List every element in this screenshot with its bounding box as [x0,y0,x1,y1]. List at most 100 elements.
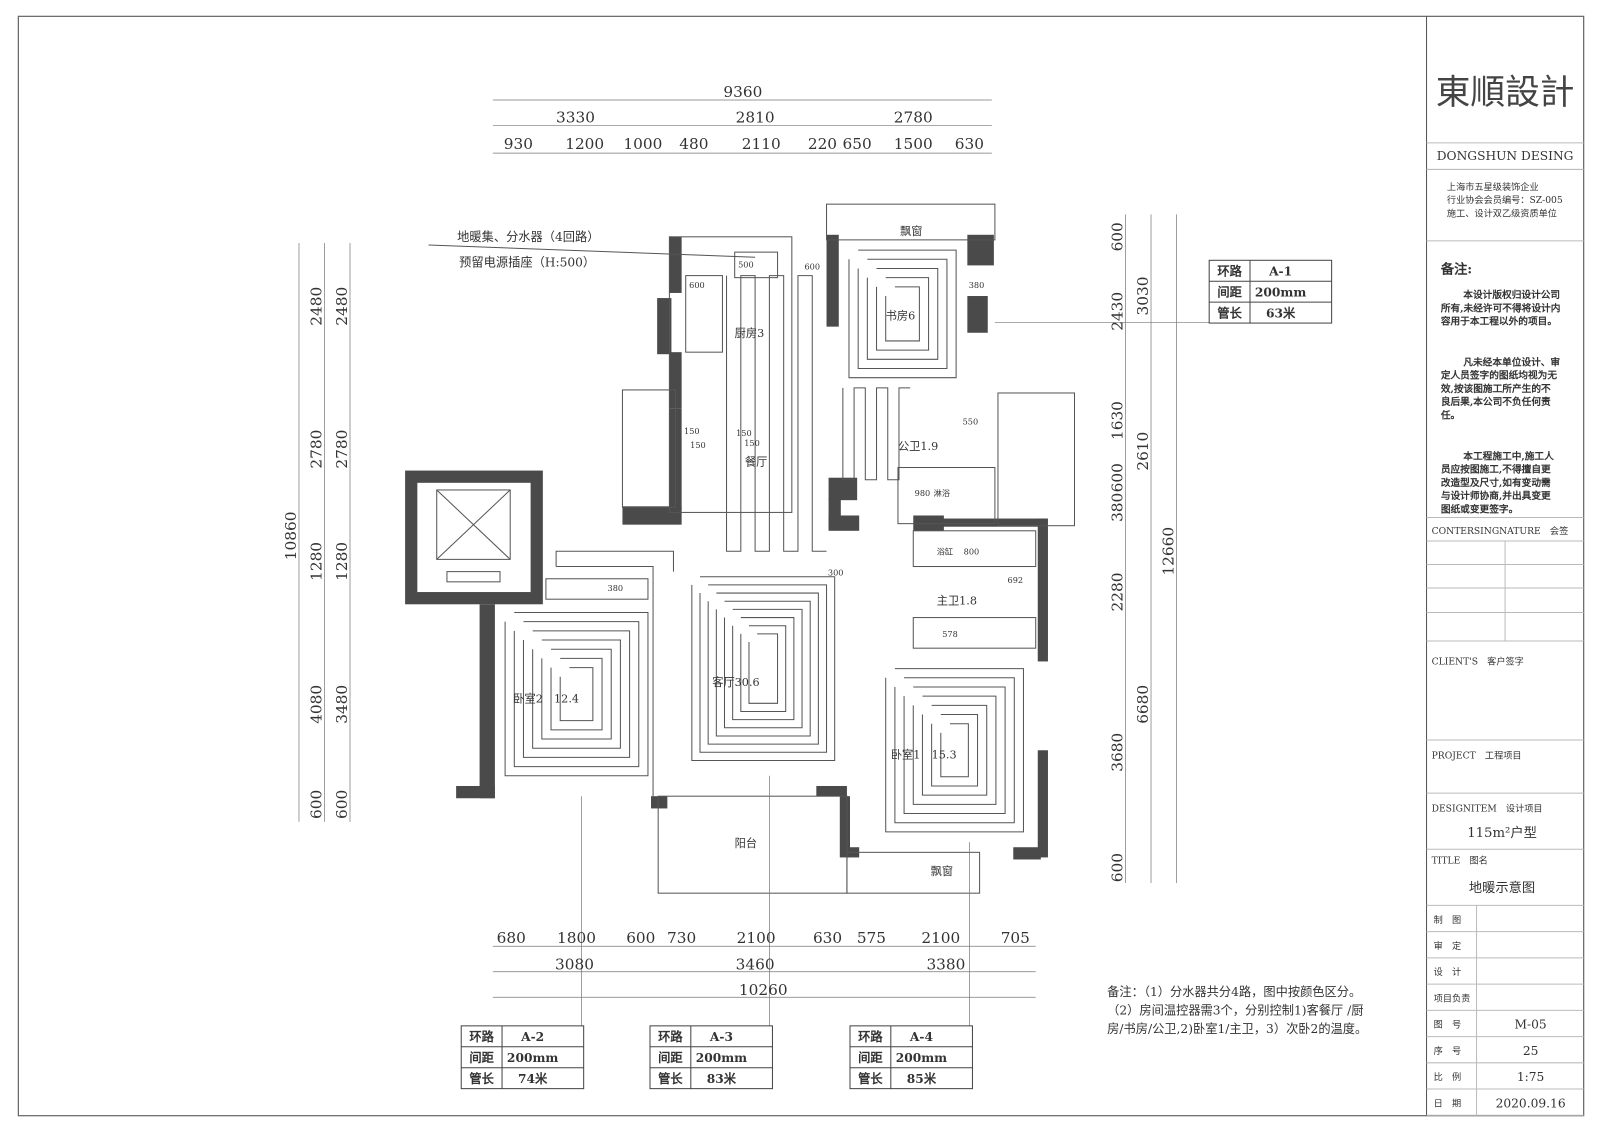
dimension-label: 1280 [333,542,351,581]
dimension-label: 2280 [1108,573,1126,612]
title-row-label: 设 计 [1434,966,1462,978]
dimension-label: 380 [1108,493,1126,522]
note-line: 本工程施工中,施工人 [1462,449,1554,462]
loop-table [460,1025,585,1090]
room-dining: 餐厅 [745,454,767,468]
note-line: 容用于本工程以外的项目。 [1440,315,1557,328]
small-dimension: 800 [964,546,980,556]
title-row-label: 图 号 [1434,1020,1462,1031]
room-shower: 淋浴 [934,488,950,498]
design-item-value: 115m²户型 [1467,824,1537,841]
pipe-loop-a1 [857,258,948,370]
loop-loop-value: A-4 [909,1030,934,1044]
dimension-label: 2110 [742,135,781,153]
pipe-serpentine-dining [726,275,827,552]
dimension-label: 3460 [736,956,775,974]
dimension-label: 2780 [894,108,933,126]
countersign-grid [1426,540,1584,642]
dimension-label: 1630 [1108,401,1126,440]
loop-table [649,1025,773,1090]
note-line: 改造型及尺寸,如有变动需 [1441,476,1551,489]
loop-spacing-value: 200mm [1255,286,1306,300]
pipe-loop-a2 [532,639,621,749]
wall-outlines [545,203,1075,894]
room-public-bath: 公卫1.9 [898,440,938,453]
loop-loop-label: 环路 [858,1029,883,1044]
pipe-loop-a3 [732,617,795,721]
dimension-label: 1280 [307,542,325,581]
dimension-label: 600 [626,929,655,947]
title-row-label: 比 例 [1434,1071,1462,1083]
note-line: 良后果,本公司不负任何责 [1441,395,1551,408]
title-row-value: 2020.09.16 [1496,1096,1566,1110]
loop-length-label: 管长 [658,1071,683,1086]
loop-spacing-value: 200mm [507,1051,558,1065]
wall-segment [479,604,495,799]
room-living: 客厅30.6 [712,675,759,689]
wall-segment [1013,847,1041,860]
loop-spacing-value: 200mm [896,1051,947,1065]
room-bedroom-2: 卧室2 12.4 [513,691,579,705]
dimension-label: 10860 [282,512,300,561]
dimension-label: 480 [679,135,708,153]
loop-loop-value: A-3 [709,1030,733,1044]
company-info-3: 施工、设计双乙级资质单位 [1447,207,1557,219]
dimension-label: 930 [504,135,533,153]
dimension-label: 630 [955,135,984,153]
dimension-label: 4080 [307,685,325,724]
title-row-label: 序 号 [1434,1045,1462,1057]
pipe-loop-a2 [550,657,603,731]
pipe-loop-a4 [912,695,997,805]
small-dimension: 150 [736,428,752,438]
pipe-loop-a3 [707,592,819,745]
small-dimension: 380 [608,583,624,593]
pipe-loop-a4 [903,686,1006,815]
room-master-bath: 主卫1.8 [937,594,977,607]
dimension-label: 3480 [333,685,351,724]
bottom-note-1: 备注：（1）分水器共分4路，图中按颜色区分。 [1107,984,1361,999]
design-item-label: DESIGNITEM 设计项目 [1432,803,1543,815]
dimension-label: 2810 [736,108,775,126]
loop-spacing-label: 间距 [1217,285,1241,300]
wall-segment [1037,750,1048,858]
loop-spacing-label: 间距 [858,1050,882,1065]
loop-loop-label: 环路 [469,1029,494,1044]
wall-segment [456,785,495,799]
wall-segment [839,796,850,858]
loop-spacing-label: 间距 [658,1050,682,1065]
loop-loop-label: 环路 [658,1029,683,1044]
pipe-loop-a2 [541,648,612,740]
note-line: 图纸或变更签字。 [1441,502,1518,515]
title-block: 東順設計 DONGSHUN DESING 上海市五星级装饰企业 行业协会会员编号… [1426,16,1584,1116]
room-bedroom-1: 卧室1 15.3 [891,747,957,761]
dimension-label: 600 [1108,853,1126,882]
pipe-loop-a3 [699,584,828,753]
pipe-loop-a2 [504,611,649,777]
note-line: 定人员签字的图纸均视为无 [1441,369,1558,382]
loop-length-value: 85米 [907,1071,937,1086]
dimension-lines [298,99,1177,998]
drawing-frame [17,15,1585,1117]
room-study: 书房6 [886,309,916,322]
company-logo: 東順設計 [1436,73,1575,113]
dimension-label: 2480 [307,287,325,326]
wall-segment [967,296,988,333]
dimension-label: 600 [333,790,351,819]
wall-segment [828,477,858,501]
title-row-label: 制 图 [1434,914,1462,926]
dimension-label: 1200 [565,135,604,153]
loop-loop-value: A-2 [520,1030,544,1044]
title-row-value: 1:75 [1517,1070,1544,1084]
loop-loop-label: 环路 [1217,264,1242,279]
dimension-label: 12660 [1159,527,1177,576]
project-label: PROJECT 工程项目 [1432,750,1522,761]
title-row-label: 审 定 [1434,940,1462,952]
dimension-label: 2480 [333,287,351,326]
wall-segment [923,518,1046,527]
pipe-loop-a1 [885,286,920,342]
dimension-label: 600 [307,790,325,819]
dimension-label: 575 [857,929,886,947]
